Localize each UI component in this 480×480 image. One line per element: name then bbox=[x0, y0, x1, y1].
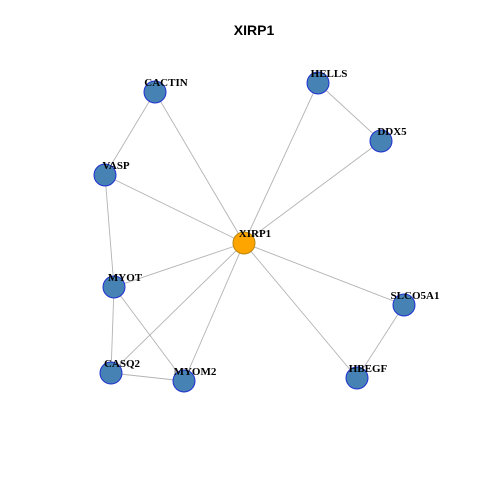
node-label-myom2: MYOM2 bbox=[174, 366, 217, 378]
node-label-myot: MYOT bbox=[108, 272, 143, 284]
node-ddx5: DDX5 bbox=[369, 126, 407, 153]
edge-xirp1-vasp bbox=[104, 174, 245, 244]
node-label-xirp1: XIRP1 bbox=[239, 228, 271, 240]
node-myot: MYOT bbox=[102, 272, 143, 299]
node-circle-myot bbox=[102, 275, 126, 299]
edge-xirp1-cactin bbox=[154, 91, 245, 244]
edge-myot-casq2 bbox=[110, 286, 115, 374]
node-myom2: MYOM2 bbox=[172, 366, 217, 393]
node-slco5a1: SLCO5A1 bbox=[391, 290, 440, 317]
node-circle-slco5a1 bbox=[392, 293, 416, 317]
graph-title: XIRP1 bbox=[234, 22, 275, 38]
edge-xirp1-myot bbox=[113, 242, 245, 288]
node-circle-casq2 bbox=[99, 361, 123, 385]
edge-xirp1-casq2 bbox=[110, 242, 245, 374]
node-label-cactin: CACTIN bbox=[144, 77, 187, 89]
node-label-casq2: CASQ2 bbox=[104, 358, 141, 370]
node-circle-xirp1 bbox=[232, 231, 256, 255]
edge-vasp-myot bbox=[104, 174, 115, 288]
node-xirp1: XIRP1 bbox=[232, 228, 271, 255]
node-label-slco5a1: SLCO5A1 bbox=[391, 290, 440, 302]
edge-layer bbox=[104, 82, 405, 382]
edge-xirp1-ddx5 bbox=[243, 140, 382, 244]
node-hbegf: HBEGF bbox=[345, 363, 388, 390]
edge-xirp1-slco5a1 bbox=[243, 242, 405, 306]
node-circle-ddx5 bbox=[369, 129, 393, 153]
edge-xirp1-hells bbox=[243, 82, 319, 244]
node-label-vasp: VASP bbox=[102, 160, 130, 172]
node-hells: HELLS bbox=[306, 68, 348, 95]
edge-slco5a1-hbegf bbox=[356, 304, 405, 379]
edge-casq2-myom2 bbox=[110, 372, 185, 382]
edge-xirp1-hbegf bbox=[243, 242, 358, 379]
node-circle-hbegf bbox=[345, 366, 369, 390]
node-label-hbegf: HBEGF bbox=[349, 363, 388, 375]
node-circle-vasp bbox=[93, 163, 117, 187]
edge-myot-myom2 bbox=[113, 286, 185, 382]
node-circle-hells bbox=[306, 71, 330, 95]
node-casq2: CASQ2 bbox=[99, 358, 141, 385]
node-label-ddx5: DDX5 bbox=[377, 126, 407, 138]
node-vasp: VASP bbox=[93, 160, 130, 187]
node-circle-myom2 bbox=[172, 369, 196, 393]
edge-hells-ddx5 bbox=[317, 82, 382, 142]
edge-cactin-vasp bbox=[104, 91, 156, 176]
node-label-hells: HELLS bbox=[311, 68, 348, 80]
node-circle-cactin bbox=[143, 80, 167, 104]
edge-xirp1-myom2 bbox=[183, 242, 245, 382]
node-cactin: CACTIN bbox=[143, 77, 188, 104]
